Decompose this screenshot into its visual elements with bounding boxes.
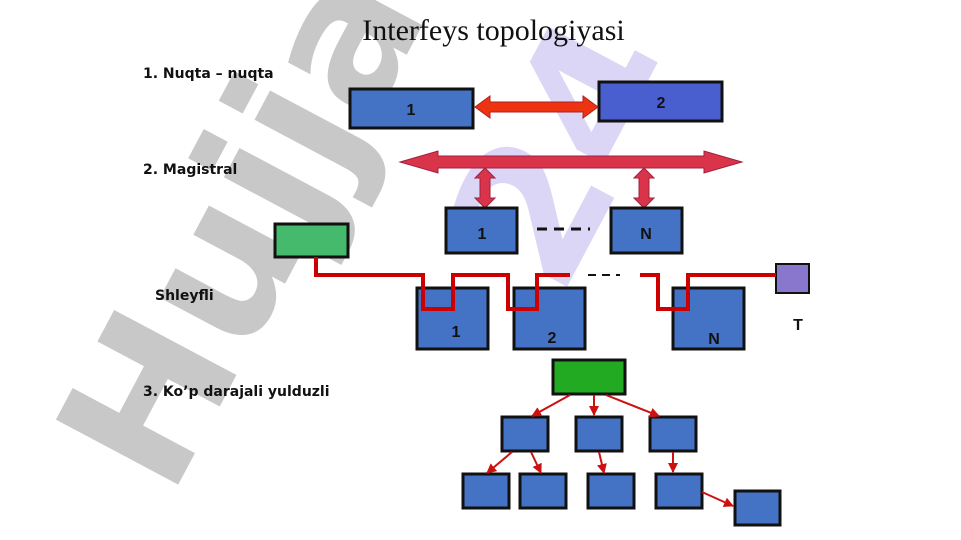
star-level1-node [574,415,624,453]
star-level2-node [518,472,568,510]
double-arrow-icon [474,95,599,119]
chain-controller [273,222,350,259]
label-hierarchical-star: 3. Ko’p darajali yulduzli [143,384,330,400]
label-daisy-chain: Shleyfli [155,288,214,304]
label-bus: 2. Magistral [143,162,238,178]
star-link-arrow-icon [486,451,513,474]
daisy-chain-group: 1 2 N T [273,222,810,351]
bus-group: 1 N [398,150,744,255]
star-link-arrow-icon [531,394,571,417]
bus-line-arrow-icon [398,150,744,174]
chain-node-n [671,286,746,351]
bus-node-label-1: 1 [478,226,487,243]
bus-node-1 [444,206,519,255]
node-box-1 [348,87,475,130]
star-link-arrow-icon [605,394,660,418]
star-root [551,358,627,396]
star-link-arrow-icon [701,491,734,507]
star-level1-node [500,415,550,453]
node-label-2: 2 [657,95,666,112]
node-box-2 [597,80,724,123]
label-point-to-point: 1. Nuqta – nuqta [143,66,274,82]
star-level2-node [586,472,636,510]
bus-node-n [609,206,684,255]
star-level1-node [648,415,698,453]
node-label-1: 1 [407,102,416,119]
chain-terminator-label: T [793,317,803,334]
chain-node-label-n: N [708,331,720,348]
chain-wire-right [640,273,776,311]
hierarchical-star-group [461,358,782,527]
chain-wire-left [314,257,570,311]
star-level3-node [733,489,782,527]
star-link-arrow-icon [597,451,607,474]
bus-tap-arrow-n-icon [632,167,656,209]
star-link-arrow-icon [530,451,542,474]
chain-node-2 [512,286,587,351]
page-title: Interfeys topologiyasi [362,14,625,47]
bus-node-label-n: N [640,226,652,243]
star-level2-node [461,472,511,510]
chain-node-label-1: 1 [452,324,461,341]
star-level2-node [654,472,704,510]
point-to-point-group: 1 2 [348,80,724,130]
chain-node-label-2: 2 [548,330,557,347]
chain-terminator [775,263,810,294]
bus-tap-arrow-1-icon [473,167,497,209]
